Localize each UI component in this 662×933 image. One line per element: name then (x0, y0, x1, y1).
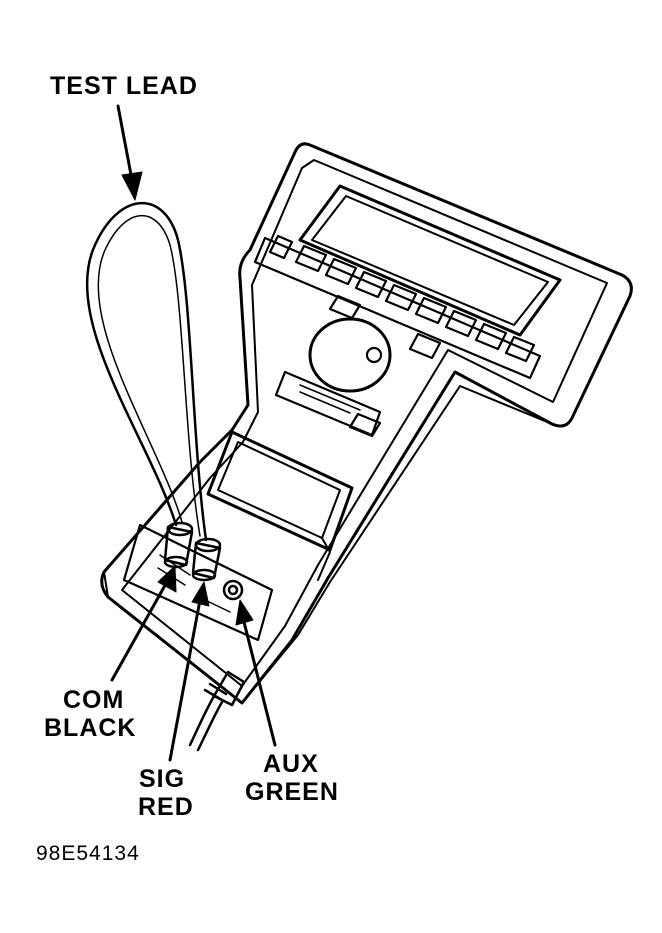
test-lead-wire-inner (97, 214, 201, 537)
key-row (253, 234, 542, 380)
test-lead-arrow (116, 104, 134, 182)
small-button-right (408, 332, 442, 360)
sig-arrowhead (191, 581, 210, 607)
com-jack-plug (163, 521, 194, 569)
rotary-dial (308, 317, 392, 393)
com-label: COM (63, 686, 125, 714)
lower-panel (206, 430, 354, 581)
figure-id: 98E54134 (36, 842, 140, 865)
callout-arrows (110, 104, 277, 762)
control-area (274, 294, 442, 438)
sig-jack-plug (191, 537, 222, 582)
rotary-dial-knob (365, 346, 383, 364)
tester-inner-outline (121, 159, 608, 687)
output-cable (188, 670, 246, 752)
test-lead-arrowhead (121, 171, 143, 201)
test-lead-wire (85, 201, 208, 542)
small-button-left (328, 294, 362, 320)
test-lead-label: TEST LEAD (50, 72, 198, 100)
display-window (298, 184, 562, 337)
green-label: GREEN (245, 778, 339, 806)
aux-arrow (242, 620, 277, 747)
aux-jack (222, 579, 244, 601)
slide-switch-tab (348, 412, 382, 438)
aux-label: AUX (263, 750, 319, 778)
com-arrowhead (157, 565, 177, 593)
com-arrow (110, 578, 170, 682)
tester-body (100, 142, 633, 705)
sig-label: SIG (139, 765, 186, 793)
sig-arrow (168, 598, 202, 762)
tester-outer-outline (100, 142, 633, 705)
aux-arrowhead (235, 599, 254, 626)
black-label: BLACK (44, 714, 137, 742)
tester-side-edge (103, 385, 553, 704)
red-label: RED (138, 793, 194, 821)
